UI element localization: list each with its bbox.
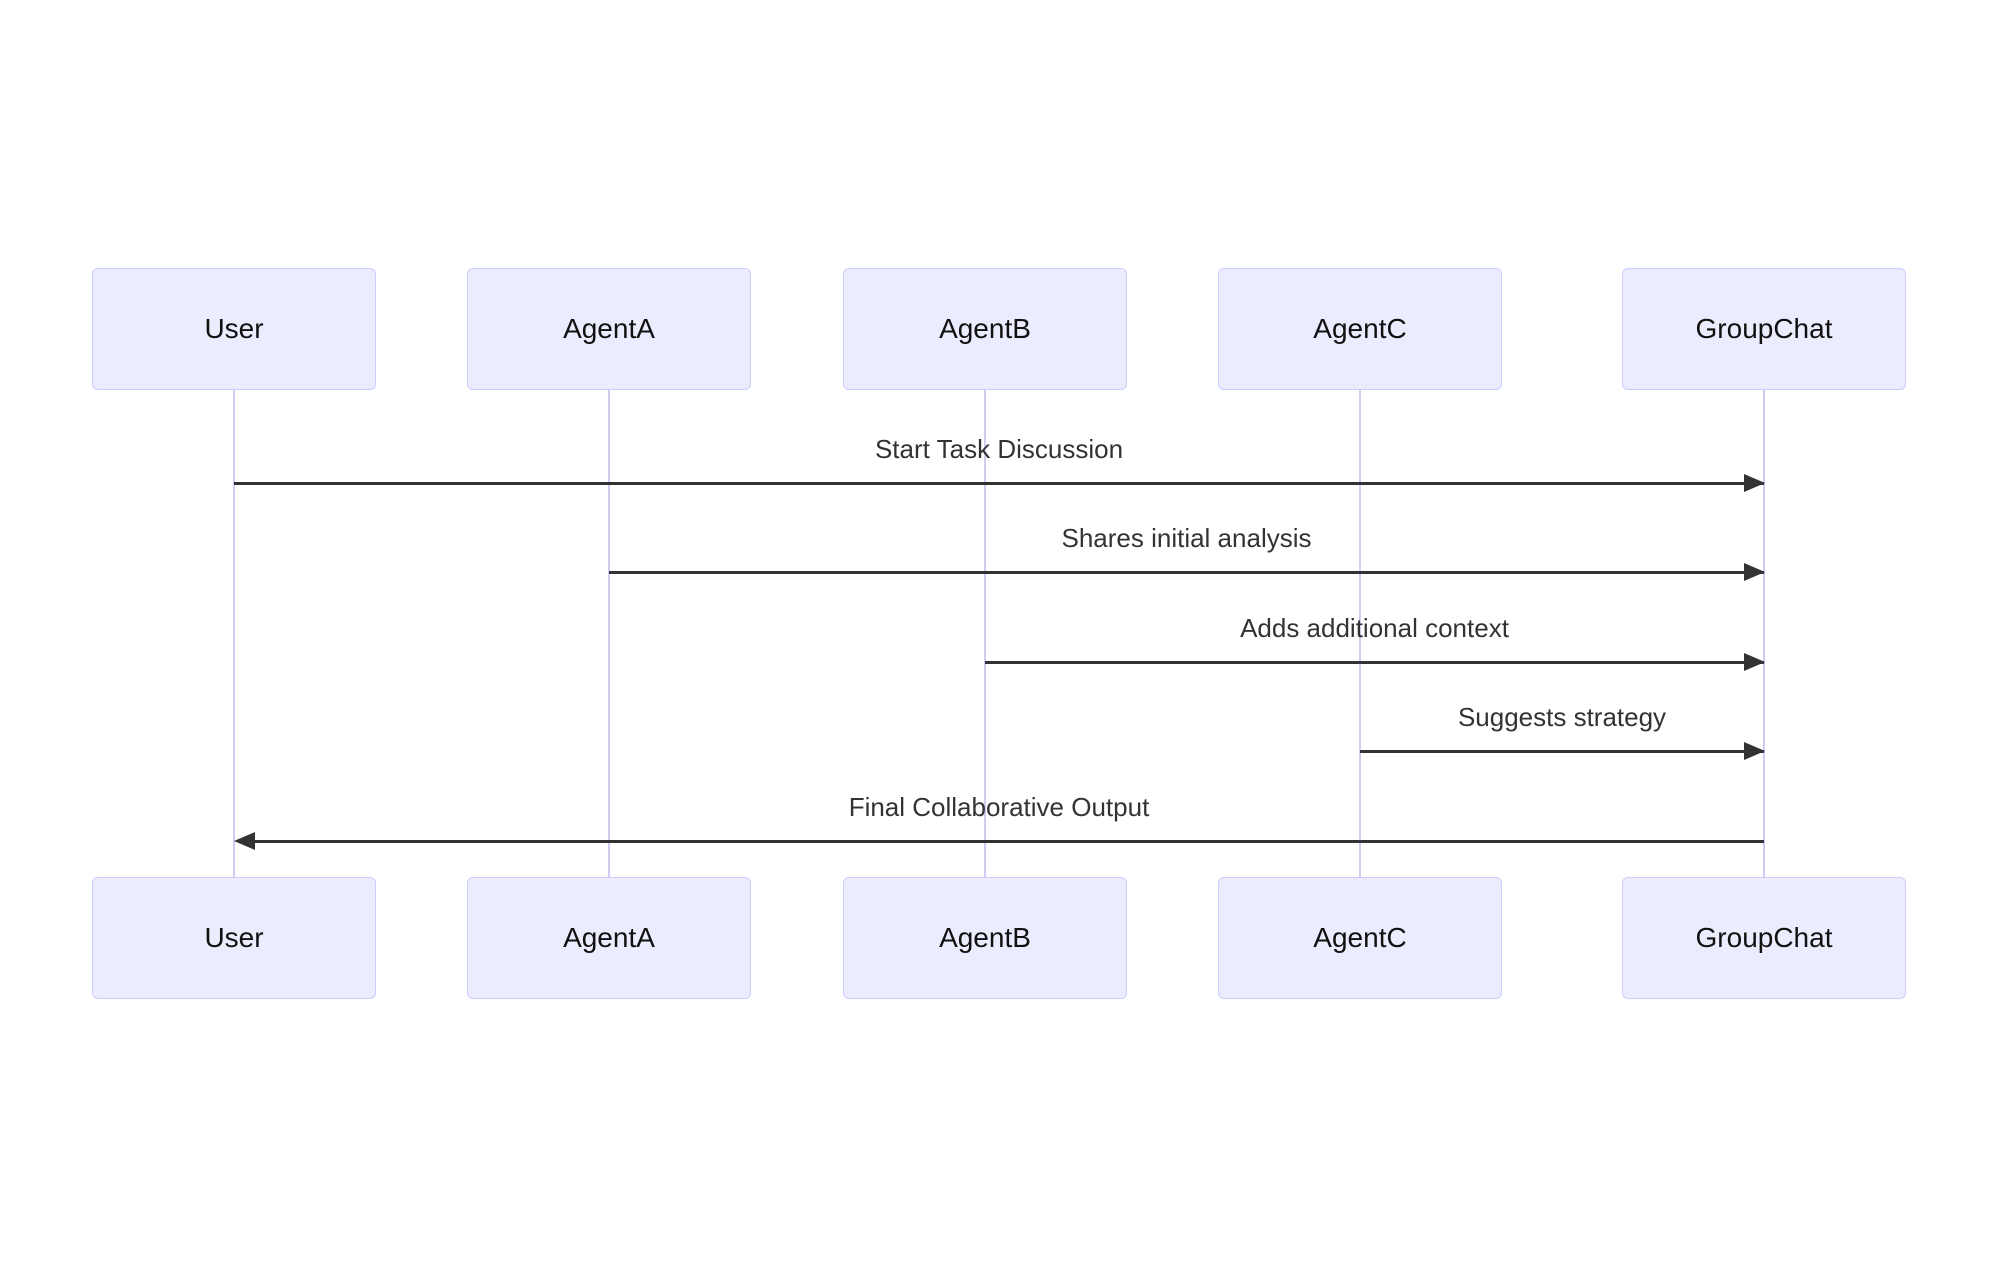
actor-label: AgentC [1313, 922, 1407, 953]
actor-box-agentc-bottom: AgentC [1218, 877, 1502, 999]
arrow-right-icon [1744, 742, 1765, 760]
actor-box-agenta-top: AgentA [467, 268, 751, 390]
arrow-right-icon [1744, 653, 1765, 671]
actor-label: GroupChat [1695, 922, 1833, 953]
lifeline-groupchat [1763, 390, 1765, 877]
actor-label: AgentA [563, 313, 655, 344]
message-arrow-agenta-to-groupchat [609, 571, 1764, 574]
lifeline-user [233, 390, 235, 877]
actor-box-groupchat-bottom: GroupChat [1622, 877, 1906, 999]
arrow-right-icon [1744, 563, 1765, 581]
actor-label: AgentB [939, 313, 1031, 344]
actor-box-agentc-top: AgentC [1218, 268, 1502, 390]
message-label-start-task-discussion: Start Task Discussion [874, 434, 1124, 464]
actor-box-agenta-bottom: AgentA [467, 877, 751, 999]
arrow-right-icon [1744, 474, 1765, 492]
actor-label: AgentA [563, 922, 655, 953]
message-arrow-groupchat-to-user [254, 840, 1764, 843]
message-label-suggests-strategy: Suggests strategy [1457, 702, 1667, 732]
actor-box-user-top: User [92, 268, 376, 390]
message-arrow-user-to-groupchat [234, 482, 1764, 485]
actor-label: GroupChat [1695, 313, 1833, 344]
message-label-shares-initial-analysis: Shares initial analysis [1061, 523, 1312, 553]
actor-label: AgentB [939, 922, 1031, 953]
arrow-left-icon [234, 832, 255, 850]
actor-label: User [204, 922, 264, 953]
message-label-final-collaborative-output: Final Collaborative Output [848, 792, 1150, 822]
message-arrow-agentc-to-groupchat [1360, 750, 1764, 753]
actor-label: AgentC [1313, 313, 1407, 344]
lifeline-agentb [984, 390, 986, 877]
actor-box-agentb-bottom: AgentB [843, 877, 1127, 999]
actor-box-groupchat-top: GroupChat [1622, 268, 1906, 390]
message-label-adds-additional-context: Adds additional context [1240, 613, 1509, 643]
message-arrow-agentb-to-groupchat [985, 661, 1764, 664]
actor-box-user-bottom: User [92, 877, 376, 999]
actor-label: User [204, 313, 264, 344]
actor-box-agentb-top: AgentB [843, 268, 1127, 390]
lifeline-agenta [608, 390, 610, 877]
lifeline-agentc [1359, 390, 1361, 877]
